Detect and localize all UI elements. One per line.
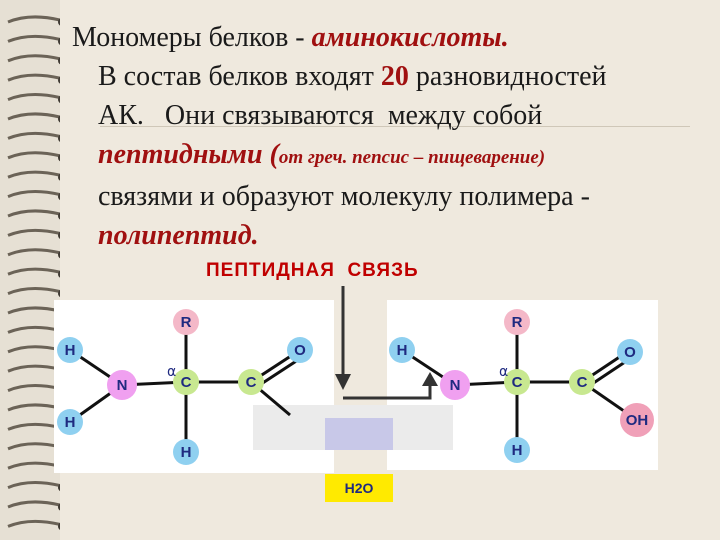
left-atom-o-label: O [294,342,306,359]
left-atom-c-label: C [181,374,192,391]
right-atom-c-circle [569,369,595,395]
left-atom-h-label: H [181,444,192,461]
binding-ring [7,287,60,295]
term-amino-acids: аминокислоты. [311,22,509,53]
slide-text: Мономеры белков - аминокислоты. В состав… [72,18,702,255]
right-atom-c-label: C [577,374,588,391]
binding-ring [7,267,60,276]
right-atom-oh-label: OH [626,412,649,429]
term-polypeptide: полипептид. [98,220,259,251]
line2-suffix: разновидностей [408,61,607,92]
binding-ring [7,15,60,24]
text-line-3: АК. Они связываются между собой [98,100,543,131]
right-atom-h-circle [389,337,415,363]
spiral-binding [0,0,60,540]
right-atom-h-circle [504,437,530,463]
text-line-1: Мономеры белков - аминокислоты. [72,18,702,57]
term-peptide: пептидными ( [98,139,279,170]
binding-hole [58,134,60,142]
water-label: H2O [325,474,393,502]
binding-hole [58,231,60,239]
left-atom-n-circle [107,370,137,400]
text-line-4: пептидными (от греч. пепсис – пищеварени… [72,135,702,177]
left-atom-h-circle [57,337,83,363]
binding-hole [58,96,60,104]
right-atom-h-label: H [512,442,523,459]
binding-hole [58,251,60,259]
alpha-right: α [499,364,508,380]
right-atom-oh-circle [620,403,654,437]
binding-hole [58,173,60,181]
binding-hole [58,290,60,298]
right-atom-r-label: R [512,314,523,331]
binding-ring [7,93,60,101]
right-atom-h-label: H [397,342,408,359]
right-atom-o-label: O [624,344,636,361]
binding-hole [58,484,60,492]
binding-hole [58,37,60,45]
left-atom-h-circle [173,439,199,465]
binding-ring [7,73,60,82]
right-atom-r-circle [504,309,530,335]
binding-ring [7,170,60,179]
left-atom-h-label: H [65,342,76,359]
left-atom-c-circle [238,369,264,395]
line2-prefix: В состав белков входят [98,61,381,92]
binding-hole [58,503,60,511]
text-line-5: связями и образуют молекулу полимера - [98,181,590,212]
diagram-title: ПЕПТИДНАЯ СВЯЗЬ [206,260,419,281]
line1-prefix: Мономеры белков - [72,22,312,53]
binding-hole [58,212,60,220]
right-molecule-atoms: R H O N C C OH H [389,309,654,463]
right-atom-c-label: C [512,374,523,391]
binding-hole [58,115,60,123]
binding-ring [7,151,60,160]
ruled-line [100,126,690,127]
binding-hole [58,57,60,65]
binding-ring [7,481,60,489]
left-atom-h-circle [57,409,83,435]
left-molecule-atoms: R H O N C C H H [57,309,313,465]
left-atom-h-label: H [65,414,76,431]
binding-hole [58,154,60,162]
binding-hole [58,270,60,278]
binding-ring [7,228,60,237]
binding-ring [7,54,60,63]
right-atom-n-label: N [450,377,461,394]
binding-ring [7,209,60,218]
right-atom-n-circle [440,370,470,400]
right-atom-c-circle [504,369,530,395]
right-atom-o-circle [617,339,643,365]
binding-ring [7,131,60,140]
binding-ring [7,519,60,528]
amino-acid-count: 20 [380,61,409,92]
binding-ring [7,190,60,198]
binding-hole [58,193,60,201]
left-atom-r-label: R [181,314,192,331]
binding-ring [7,34,60,43]
left-atom-o-circle [287,337,313,363]
binding-hole [58,76,60,84]
binding-ring [7,112,60,121]
alpha-left: α [167,364,176,380]
left-atom-r-circle [173,309,199,335]
left-atom-n-label: N [117,377,128,394]
etymology-note: от греч. пепсис – пищеварение) [278,147,546,168]
removed-highlight [325,418,393,450]
bond-arrows [335,286,438,400]
text-line-2: В состав белков входят 20 разновидностей [72,57,702,96]
binding-hole [58,522,60,530]
binding-hole [58,18,60,26]
left-atom-c-label: C [246,374,257,391]
text-line-6: полипептид. [72,216,702,255]
binding-ring [7,500,60,509]
left-atom-c-circle [173,369,199,395]
binding-ring [7,248,60,257]
